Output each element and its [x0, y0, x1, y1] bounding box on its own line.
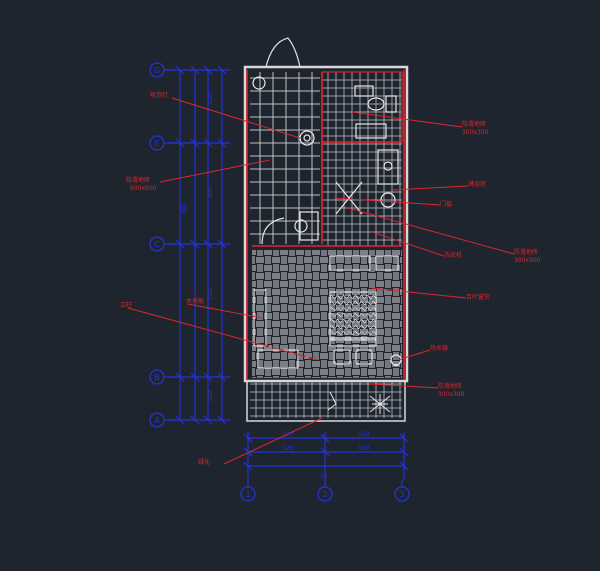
- axis-markers-left: G E C B A: [149, 62, 178, 428]
- wall-accent-red-bath: [321, 71, 403, 143]
- dining-chair: [299, 211, 319, 241]
- wardrobe: [253, 289, 267, 347]
- leader-column: [127, 307, 319, 361]
- leader-window: [371, 287, 467, 299]
- washing-machine: [380, 192, 396, 208]
- label-bath-tile: 防滑地砖: [462, 120, 486, 128]
- axis-marker-left-3: C: [149, 236, 178, 252]
- toilet: [367, 97, 385, 111]
- floor-plan: [243, 37, 409, 422]
- wall-accent-red: [246, 70, 405, 379]
- axis-label-left-5: A: [154, 416, 160, 425]
- axis-label-left-2: E: [154, 139, 159, 148]
- bathroom-fixtures: [335, 85, 399, 215]
- label-shower: 淋浴房: [468, 180, 486, 188]
- leader-plant: [223, 417, 323, 465]
- label-wall-tile: 防滑地砖: [514, 248, 538, 256]
- axis-marker-left-5: A: [149, 412, 178, 428]
- bed-headboard: [329, 337, 377, 347]
- dimension-lines: [168, 65, 409, 480]
- floor-drain: [383, 161, 393, 171]
- dim-left-3: 120: [207, 288, 214, 300]
- pillow-right: [355, 349, 373, 365]
- leader-floor-tile: [159, 159, 271, 183]
- dim-bottom-mid-left: 120: [282, 445, 294, 452]
- label-bath-tile-size: 300x300: [462, 129, 489, 136]
- pillow-left: [333, 349, 351, 365]
- dim-left-1: 120: [207, 93, 214, 105]
- left-dimension-text: 120 300 120 300 120: [181, 93, 214, 402]
- axis-label-left-3: C: [154, 240, 160, 249]
- label-sink: 洗衣机: [444, 251, 462, 259]
- living-room-floor: [250, 72, 320, 244]
- leader-door: [333, 197, 441, 206]
- water-heater: [390, 354, 402, 366]
- dim-bottom-total: 36: [320, 473, 328, 480]
- axis-marker-bottom-2: 2: [317, 470, 333, 502]
- axis-label-bottom-1: 1: [245, 490, 250, 499]
- axis-label-bottom-3: 3: [399, 490, 404, 499]
- label-ceiling-light: 吸顶灯: [150, 91, 168, 99]
- ceiling-light-core: [303, 134, 311, 142]
- annotation-text: 吸顶灯 防滑地砖 600x600 木地板 立柱 防滑地砖 300x300 淋浴房…: [120, 91, 541, 466]
- dim-bottom-mid-right: 120: [358, 445, 370, 452]
- label-heater: 热水器: [430, 344, 448, 352]
- leader-heater: [397, 349, 431, 361]
- tv-cabinet: [329, 255, 371, 271]
- label-balcony-tile: 防滑地砖: [438, 382, 462, 390]
- bathroom-floor: [322, 72, 402, 142]
- leader-bath-tile: [351, 111, 463, 128]
- bedroom-floor: [252, 250, 402, 378]
- desk: [257, 349, 299, 369]
- axis-marker-left-2: E: [149, 135, 178, 151]
- leader-ceiling-light: [171, 97, 301, 139]
- living-fixtures: [252, 76, 319, 245]
- leader-sink: [371, 231, 445, 257]
- entry-door[interactable]: [265, 37, 301, 68]
- axis-marker-left-4: B: [149, 369, 178, 385]
- label-floor-tile: 防滑地砖: [126, 176, 150, 184]
- label-floor-tile-size: 600x600: [130, 185, 157, 192]
- dim-left-5: 120: [207, 390, 214, 402]
- leader-lines: [127, 97, 515, 465]
- sink-counter: [354, 85, 374, 97]
- balcony-plant: [327, 391, 391, 414]
- label-balcony-tile-size: 300x300: [438, 391, 465, 398]
- axis-label-bottom-2: 2: [322, 490, 327, 499]
- bed: [329, 291, 377, 341]
- axis-label-left-1: G: [154, 66, 160, 75]
- dim-left-4: 300: [181, 203, 188, 215]
- axis-marker-bottom-3: 3: [394, 480, 410, 502]
- label-door: 门槛: [440, 200, 452, 208]
- balcony-floor: [250, 382, 402, 418]
- bedroom-radiator: [375, 255, 399, 271]
- balcony-wall: [246, 380, 406, 422]
- axis-marker-left-1: G: [149, 62, 178, 78]
- bedroom-door[interactable]: [261, 217, 285, 245]
- axis-markers-bottom: 1 2 3: [240, 470, 410, 502]
- label-window: 百叶窗帘: [466, 293, 490, 301]
- toilet-tank: [385, 95, 397, 113]
- bedroom-fixtures: [253, 255, 402, 369]
- label-wall-tile-size: 300x300: [514, 257, 541, 264]
- dim-bottom-top-right: 120: [358, 431, 370, 438]
- axis-marker-bottom-1: 1: [240, 480, 256, 502]
- leader-balcony-tile: [369, 383, 439, 389]
- corridor-floor: [322, 142, 402, 246]
- shower-tray: [377, 149, 399, 185]
- plant-pot: [252, 76, 266, 90]
- label-wood-floor: 木地板: [186, 297, 204, 305]
- leader-wall-tile: [347, 207, 515, 255]
- wash-basin: [355, 123, 387, 139]
- leader-wood-floor: [187, 303, 263, 319]
- side-table: [294, 219, 308, 233]
- axis-label-left-4: B: [154, 373, 160, 382]
- label-plant: 绿化: [198, 458, 210, 466]
- label-column: 立柱: [120, 301, 132, 309]
- leader-shower: [391, 185, 469, 191]
- corridor-door[interactable]: [335, 181, 363, 215]
- dim-left-2: 300: [207, 186, 214, 198]
